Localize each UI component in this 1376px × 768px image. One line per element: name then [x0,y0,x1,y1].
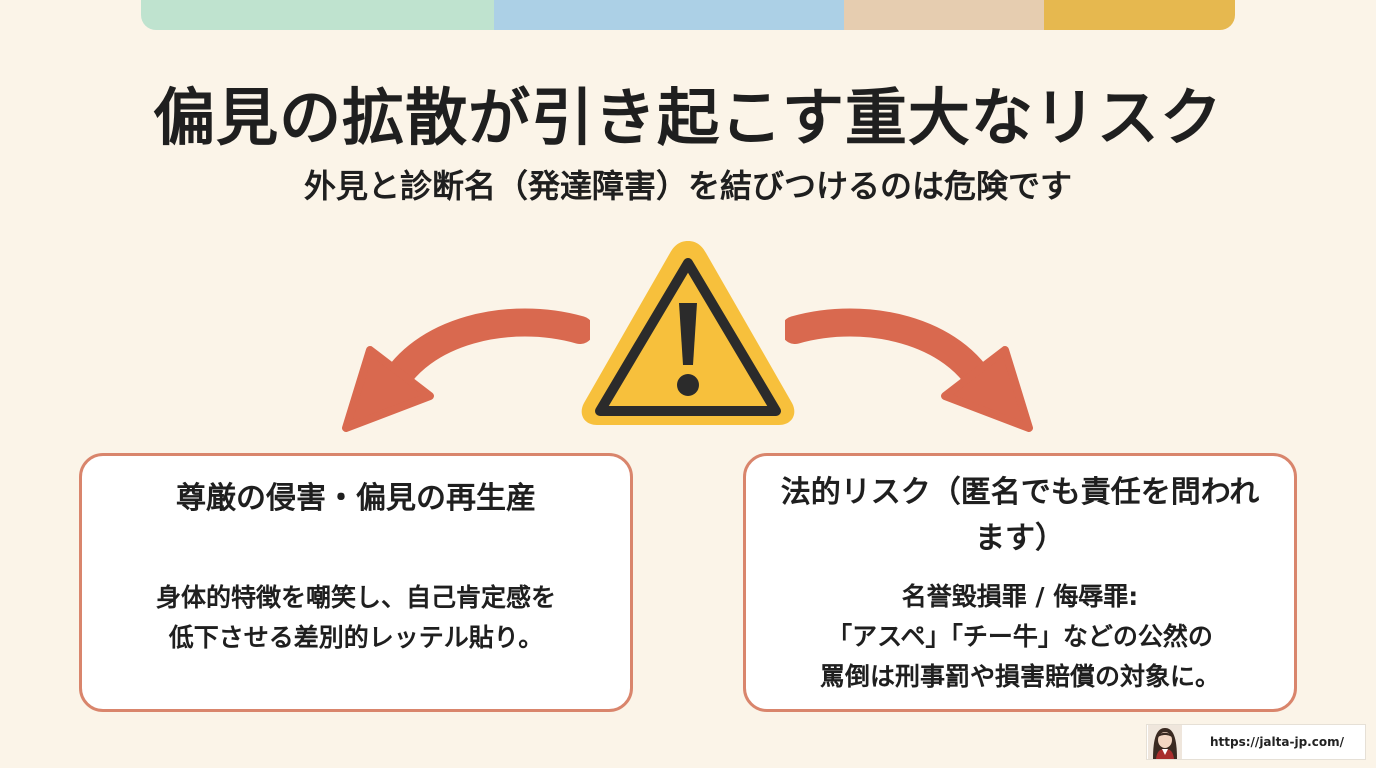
legal-card-title: 法的リスク（匿名でも責任を問われます） [780,475,1260,556]
warning-icon [581,241,795,425]
legal-card-line: 「アスペ」「チー牛」などの公然の [827,622,1213,651]
top-bar-segment-gold [1044,0,1235,30]
dignity-card-line: 低下させる差別的レッテル貼り。 [168,623,544,652]
top-color-bar [141,0,1235,30]
legal-card-line: 名誉毀損罪 / 侮辱罪: [901,582,1139,611]
dignity-card-body: 身体的特徴を嘲笑し、自己肯定感を 低下させる差別的レッテル貼り。 [82,578,630,658]
site-watermark: https://jalta-jp.com/ [1146,724,1366,760]
dignity-card: 尊厳の侵害・偏見の再生産 身体的特徴を嘲笑し、自己肯定感を 低下させる差別的レッ… [79,453,633,712]
top-bar-segment-green [141,0,494,30]
page-subtitle: 外見と診断名（発達障害）を結びつけるのは危険です [303,167,1072,205]
dignity-card-line: 身体的特徴を嘲笑し、自己肯定感を [155,583,556,612]
page-title: 偏見の拡散が引き起こす重大なリスク [153,81,1223,154]
dignity-card-title: 尊厳の侵害・偏見の再生産 [176,481,536,516]
top-bar-segment-tan [844,0,1044,30]
top-bar-segment-blue [494,0,844,30]
avatar-icon [1148,725,1182,759]
arrow-left-icon [342,308,590,432]
watermark-url: https://jalta-jp.com/ [1210,735,1344,749]
legal-card-body: 名誉毀損罪 / 侮辱罪: 「アスペ」「チー牛」などの公然の 罵倒は刑事罰や損害賠… [746,577,1294,697]
arrow-right-icon [785,308,1033,432]
legal-card: 法的リスク（匿名でも責任を問われます） 名誉毀損罪 / 侮辱罪: 「アスペ」「チ… [743,453,1297,712]
legal-card-line: 罵倒は刑事罰や損害賠償の対象に。 [819,662,1220,691]
